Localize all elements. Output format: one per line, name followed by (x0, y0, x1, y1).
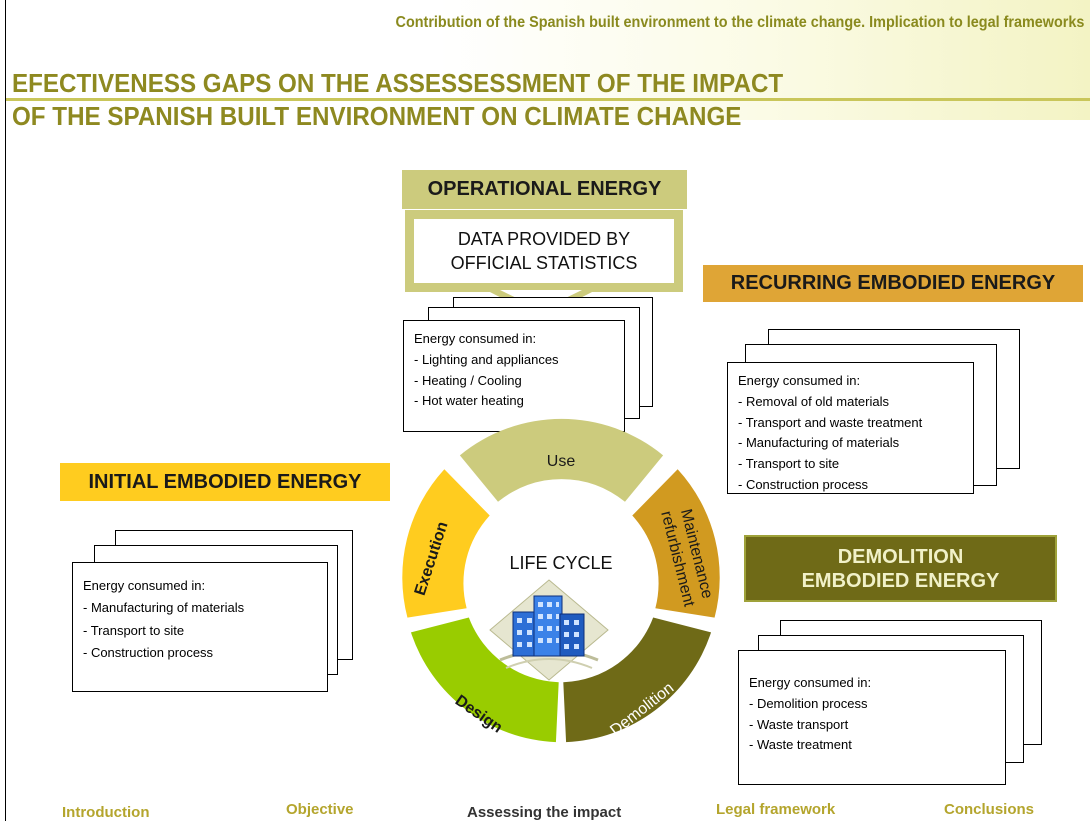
demolition-embodied-energy-label: DEMOLITION EMBODIED ENERGY (744, 535, 1057, 602)
recurring-item: - Manufacturing of materials (738, 435, 900, 451)
initial-embodied-energy-document: Energy consumed in: - Manufacturing of m… (72, 562, 328, 692)
official-statistics-line-1: DATA PROVIDED BY (457, 229, 631, 249)
operational-item: Energy consumed in: (414, 331, 537, 346)
wheel-segment-maintenance (632, 469, 720, 618)
slide-title-line-1: EFECTIVENESS GAPS ON THE ASSESSESSMENT O… (12, 68, 784, 98)
wheel-label-refurbishment: refurbishment (657, 509, 697, 609)
wheel-label-design: Design (452, 692, 505, 737)
wheel-label-use: Use (547, 453, 576, 470)
initial-embodied-energy-label: INITIAL EMBODIED ENERGY (60, 463, 390, 501)
recurring-item: - Transport to site (738, 456, 840, 472)
nav-objective[interactable]: Objective (286, 801, 354, 818)
wheel-segment-demolition (563, 617, 712, 743)
initial-item: - Manufacturing of materials (83, 600, 245, 616)
initial-item: - Transport to site (83, 622, 185, 638)
demolition-item: - Waste treatment (749, 737, 852, 753)
operational-energy-label: OPERATIONAL ENERGY (402, 170, 687, 209)
life-cycle-label: LIFE CYCLE (509, 553, 612, 573)
recurring-item: - Construction process (738, 476, 869, 492)
title-underline (6, 98, 1090, 101)
demolition-label-line-2: EMBODIED ENERGY (801, 569, 1000, 592)
wheel-label-maintenance: Maintenance (677, 507, 716, 600)
recurring-item: - Transport and waste treatment (738, 414, 923, 430)
nav-conclusions[interactable]: Conclusions (944, 801, 1035, 818)
presentation-subtitle: Contribution of the Spanish built enviro… (395, 14, 1084, 31)
initial-item: Energy consumed in: (83, 578, 206, 593)
demolition-label-line-1: DEMOLITION (837, 545, 964, 568)
wheel-segment-design (410, 617, 559, 743)
wheel-segment-execution (402, 469, 490, 618)
demolition-item: Energy consumed in: (749, 675, 872, 690)
slide-frame-left (5, 0, 6, 821)
demolition-item: - Waste transport (749, 716, 849, 732)
wheel-label-execution: Execution (412, 520, 452, 598)
recurring-item: Energy consumed in: (738, 373, 861, 388)
slide-title: EFECTIVENESS GAPS ON THE ASSESSESSMENT O… (12, 67, 783, 134)
demolition-embodied-energy-document: Energy consumed in: - Demolition process… (738, 650, 1006, 785)
operational-item: - Heating / Cooling (414, 372, 522, 388)
nav-assessing-the-impact[interactable]: Assessing the impact (467, 804, 622, 821)
operational-item: - Hot water heating (414, 393, 524, 409)
official-statistics-box: DATA PROVIDED BY OFFICIAL STATISTICS (405, 210, 683, 292)
recurring-embodied-energy-document: Energy consumed in: - Removal of old mat… (727, 362, 974, 494)
slide-title-line-2: OF THE SPANISH BUILT ENVIRONMENT ON CLIM… (12, 101, 742, 132)
initial-item: - Construction process (83, 645, 214, 661)
nav-introduction[interactable]: Introduction (62, 804, 150, 821)
recurring-embodied-energy-label: RECURRING EMBODIED ENERGY (703, 265, 1083, 302)
operational-item: - Lighting and appliances (414, 351, 559, 367)
demolition-item: - Demolition process (749, 695, 868, 711)
nav-legal-framework[interactable]: Legal framework (716, 801, 836, 818)
recurring-item: - Removal of old materials (738, 393, 889, 409)
official-statistics-line-2: OFFICIAL STATISTICS (450, 253, 638, 274)
wheel-label-demolition: Demolition (607, 679, 677, 739)
operational-energy-document: Energy consumed in: - Lighting and appli… (403, 320, 625, 432)
building-icon (489, 579, 609, 681)
